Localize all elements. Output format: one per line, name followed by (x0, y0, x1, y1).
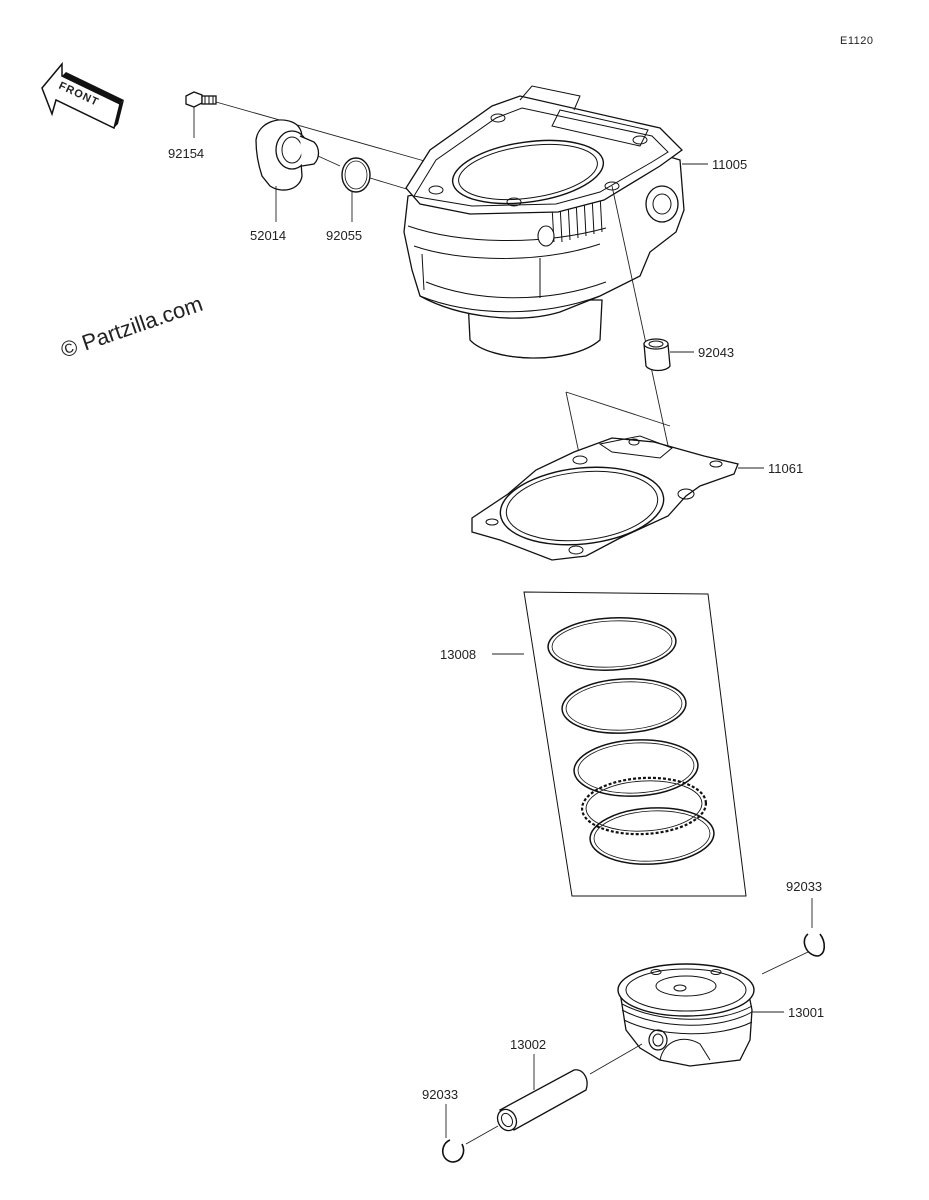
bolt-92154[interactable] (185, 91, 217, 108)
dowel-guide-line (611, 185, 679, 493)
label-52014[interactable]: 52014 (250, 228, 286, 243)
label-92033-lower[interactable]: 92033 (422, 1087, 458, 1102)
label-13008[interactable]: 13008 (440, 647, 476, 662)
label-13002[interactable]: 13002 (510, 1037, 546, 1052)
circlip-lower-92033[interactable] (441, 1139, 465, 1163)
circlip-lower-guide-line (465, 1125, 499, 1145)
dowel-pin-92043[interactable] (643, 338, 671, 372)
fitting-guide-line (317, 155, 341, 167)
piston-pin-13002[interactable] (494, 1069, 588, 1134)
cylinder-11005[interactable] (403, 85, 685, 359)
watermark: © Partzilla.com (57, 291, 205, 363)
label-11061[interactable]: 11061 (768, 461, 803, 476)
gasket-guide-line-top (565, 391, 671, 427)
piston-pin-guide-line (589, 1043, 643, 1075)
o-ring-92055[interactable] (341, 157, 371, 193)
label-92055[interactable]: 92055 (326, 228, 362, 243)
gasket-guide-line-left (565, 391, 581, 459)
label-11005[interactable]: 11005 (712, 157, 747, 172)
diagram-code: E1120 (840, 35, 874, 47)
circlip-upper-guide-line (761, 951, 809, 975)
label-92043[interactable]: 92043 (698, 345, 734, 360)
gasket-11061[interactable] (471, 435, 739, 561)
label-92033-upper[interactable]: 92033 (786, 879, 822, 894)
o-ring-guide-line (369, 177, 411, 191)
label-92154[interactable]: 92154 (168, 146, 204, 161)
front-arrow-icon: FRONT (41, 61, 124, 130)
circlip-upper-92033[interactable] (803, 933, 826, 957)
label-13001[interactable]: 13001 (788, 1005, 824, 1020)
piston-13001[interactable] (617, 963, 755, 1067)
bolt-guide-line (215, 101, 429, 163)
ring-set-13008[interactable] (523, 591, 747, 897)
fitting-52014[interactable] (255, 119, 320, 191)
